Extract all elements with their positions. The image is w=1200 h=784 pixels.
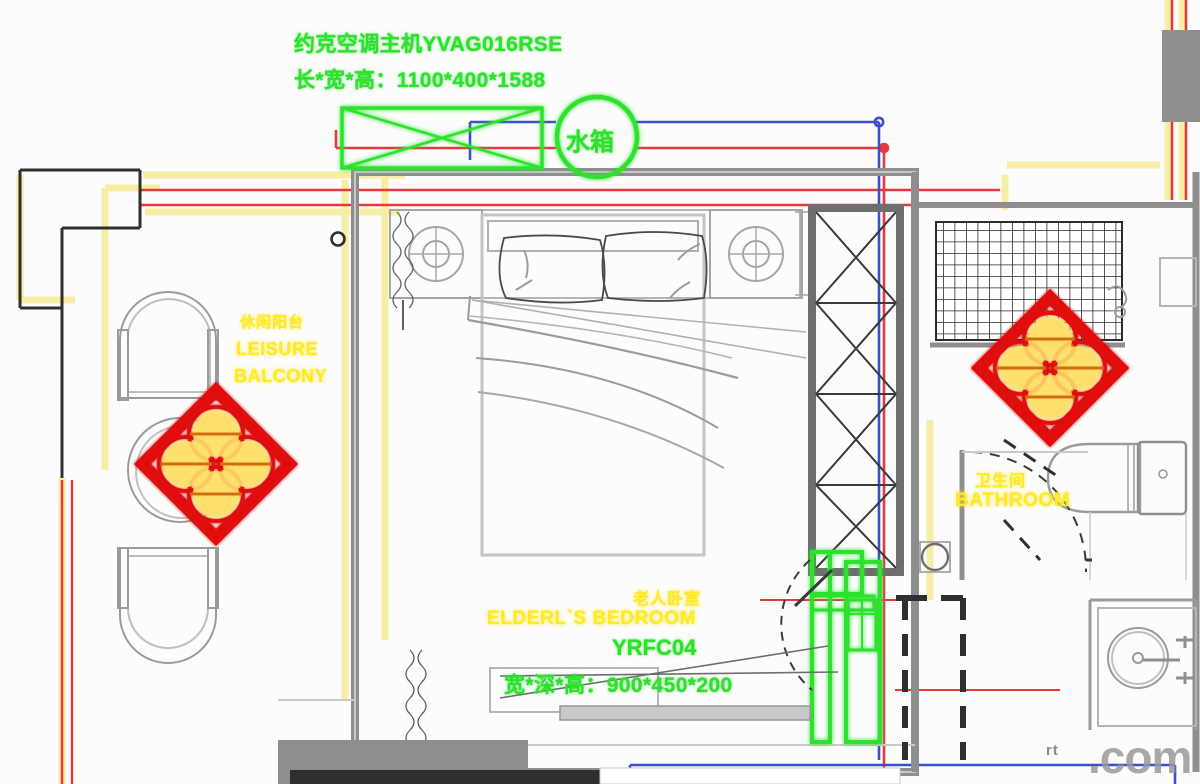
edge-block <box>1162 30 1200 122</box>
watermark-dotcom: .com <box>1088 731 1192 783</box>
concealed-duct <box>902 595 966 760</box>
bed-furniture <box>389 209 807 557</box>
bathroom-door-swing <box>962 451 1092 573</box>
leader-line <box>499 671 839 677</box>
leader-line <box>1002 518 1042 562</box>
door-swing <box>780 559 834 691</box>
outdoor-chiller-unit <box>340 106 544 170</box>
leader-line <box>499 645 829 699</box>
bottom-furniture <box>278 649 901 784</box>
wardrobe <box>795 204 904 576</box>
leader-line <box>1003 438 1061 480</box>
toilet-fixture <box>1046 440 1188 580</box>
sink-basin <box>1097 607 1197 727</box>
watermark-sub: rt <box>1046 742 1059 759</box>
water-tank-symbol <box>554 94 640 180</box>
ceiling-fixture-icon <box>330 231 346 247</box>
air-diffuser-rosette-bathroom <box>970 288 1130 448</box>
air-diffuser-rosette-balcony <box>133 381 299 547</box>
fan-coil-unit <box>810 550 882 744</box>
bathroom-wall-fixture <box>1107 257 1197 318</box>
floor-drain-icon <box>920 542 950 572</box>
